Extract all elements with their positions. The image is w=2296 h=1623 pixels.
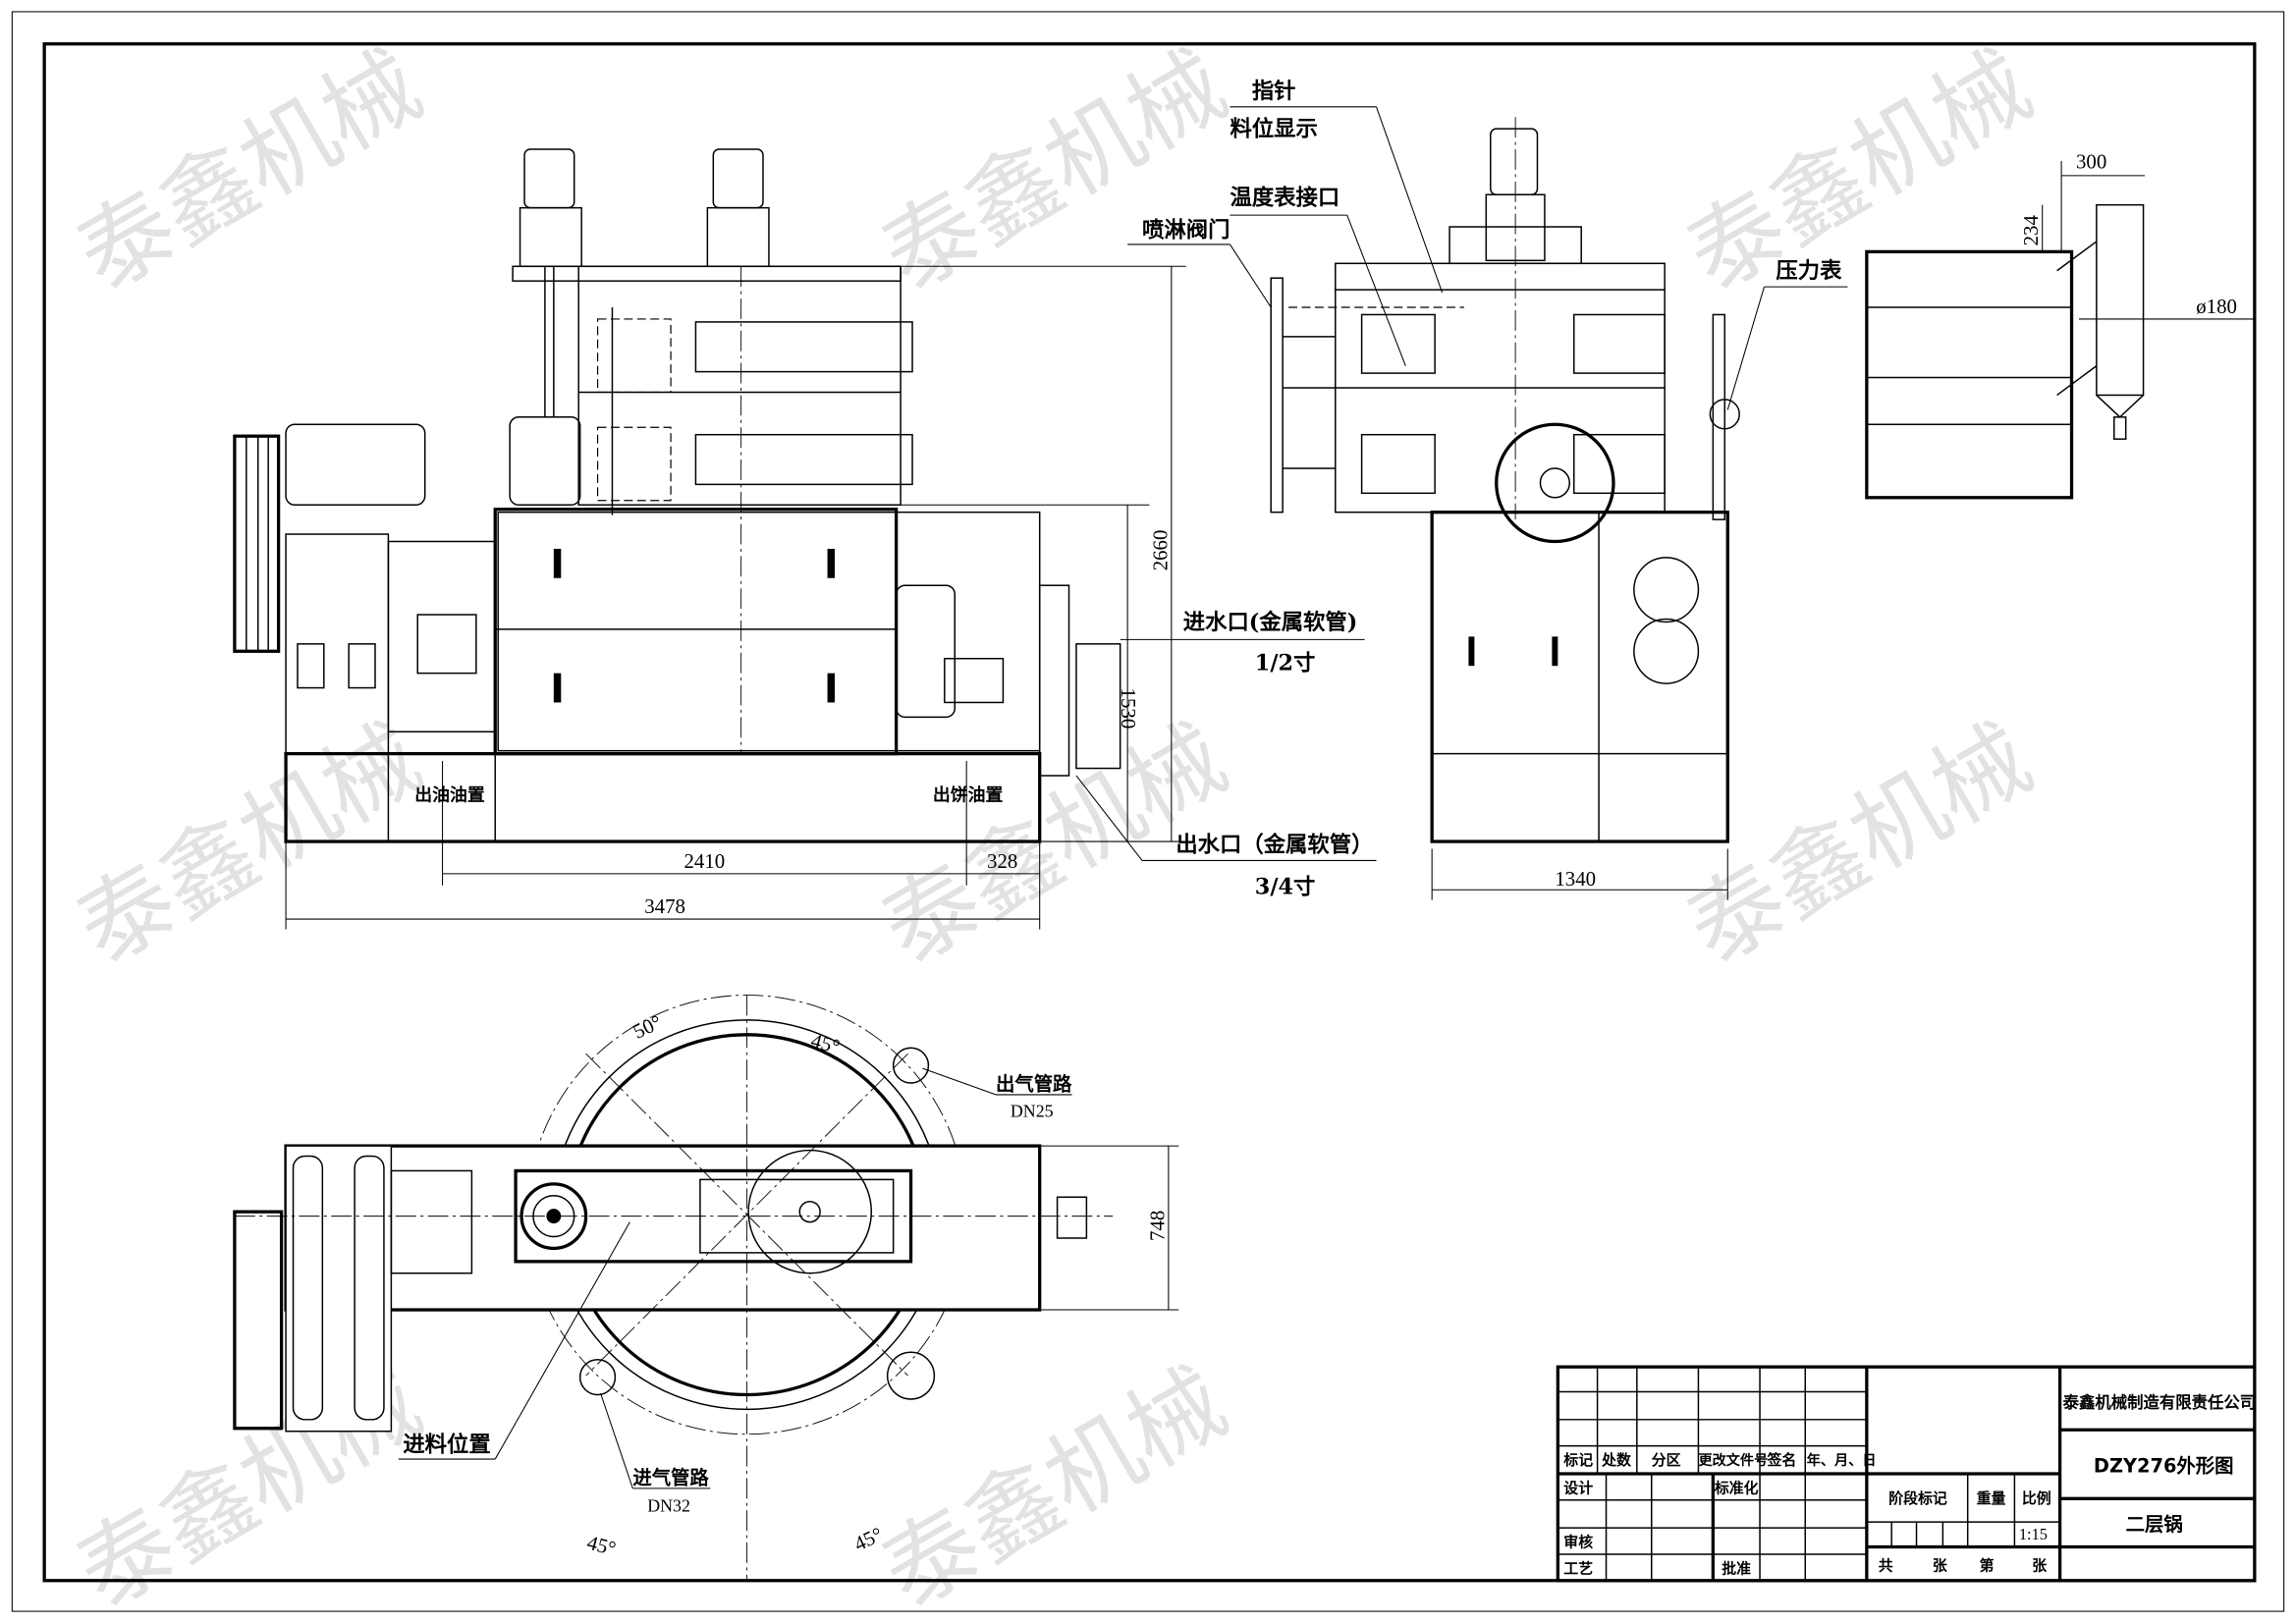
steam-inlet-size: DN32 <box>647 1496 690 1516</box>
angle-45-bottom-left: 45° <box>584 1531 618 1561</box>
sheet-unit-1: 张 <box>1933 1556 1947 1574</box>
oil-outlet-label: 出油油置 <box>414 784 485 805</box>
design-label: 设计 <box>1563 1479 1593 1496</box>
header-mark: 标记 <box>1562 1451 1593 1469</box>
title-block: 标记 处数 分区 更改文件号 签名 年、月、日 设计 标准化 审核 工艺 批准 … <box>1556 1365 2257 1583</box>
angle-50: 50° <box>629 1010 666 1044</box>
spray-valve-label: 喷淋阀门 <box>1142 216 1230 243</box>
inner-border <box>42 42 2257 1583</box>
dim-328: 328 <box>987 849 1017 873</box>
dim-1340: 1340 <box>1555 867 1596 891</box>
header-change-doc: 更改文件号 <box>1698 1452 1768 1469</box>
pressure-gauge-label: 压力表 <box>1776 258 1842 284</box>
side-view: 1340 指针 料位显示 温度表接口 喷淋阀门 压力表 <box>1127 79 1848 900</box>
dim-1530: 1530 <box>1117 688 1140 730</box>
scale-value: 1:15 <box>2019 1525 2048 1543</box>
header-count: 处数 <box>1601 1451 1631 1469</box>
cake-outlet-label: 出饼油置 <box>933 784 1004 805</box>
sheet-number-label: 第 <box>1980 1556 1995 1574</box>
feed-position-label: 进料位置 <box>403 1432 490 1458</box>
dim-180: ø180 <box>2196 295 2237 318</box>
water-inlet-size: 1/2寸 <box>1255 651 1316 676</box>
detail-view: 300 234 ø180 <box>1865 149 2255 500</box>
steam-outlet-label: 出气管路 <box>996 1072 1072 1095</box>
water-inlet-label: 进水口(金属软管) <box>1183 609 1358 635</box>
sheet-total-label: 共 <box>1879 1556 1893 1574</box>
watermark: 泰鑫机械 <box>865 30 1244 312</box>
company-name: 泰鑫机械制造有限责任公司 <box>2062 1393 2257 1412</box>
review-label: 审核 <box>1563 1533 1593 1550</box>
header-signature: 签名 <box>1766 1451 1796 1469</box>
front-view: 2410 328 3478 2660 1530 出油油置 出饼油置 进水口(金属… <box>233 148 1377 930</box>
dim-300: 300 <box>2076 149 2106 173</box>
dim-3478: 3478 <box>644 894 685 918</box>
stage-mark-label: 阶段标记 <box>1888 1489 1947 1507</box>
watermark: 泰鑫机械 <box>1669 30 2049 312</box>
header-zone: 分区 <box>1652 1451 1681 1469</box>
outer-border <box>11 11 2285 1612</box>
angle-45-top: 45° <box>808 1028 842 1058</box>
watermark: 泰鑫机械 <box>60 30 439 312</box>
thermometer-port-label: 温度表接口 <box>1230 185 1339 211</box>
drawing-subtitle: 二层锅 <box>2126 1513 2183 1536</box>
scale-label: 比例 <box>2022 1489 2051 1507</box>
dim-2410: 2410 <box>684 849 726 873</box>
water-outlet-size: 3/4寸 <box>1255 875 1316 900</box>
approve-label: 批准 <box>1722 1559 1751 1577</box>
sheet-unit-2: 张 <box>2032 1556 2047 1574</box>
dim-234: 234 <box>2019 215 2043 246</box>
level-display-label: 料位显示 <box>1230 116 1317 142</box>
drawing-title: DZY276外形图 <box>2094 1454 2234 1477</box>
steam-inlet-label: 进气管路 <box>632 1466 709 1488</box>
standardization-label: 标准化 <box>1714 1479 1759 1496</box>
pointer-label: 指针 <box>1252 79 1296 104</box>
watermark: 泰鑫机械 <box>60 704 439 986</box>
water-outlet-label: 出水口（金属软管） <box>1175 831 1373 857</box>
dim-2660: 2660 <box>1148 530 1172 571</box>
top-view: 748 50° 45° 45° 45° 出气管路 DN25 进气管路 DN32 … <box>233 995 1179 1581</box>
steam-outlet-size: DN25 <box>1011 1101 1054 1120</box>
header-date: 年、月、日 <box>1807 1452 1877 1469</box>
process-label: 工艺 <box>1563 1559 1593 1577</box>
weight-label: 重量 <box>1977 1489 2006 1507</box>
dim-748: 748 <box>1145 1211 1169 1241</box>
